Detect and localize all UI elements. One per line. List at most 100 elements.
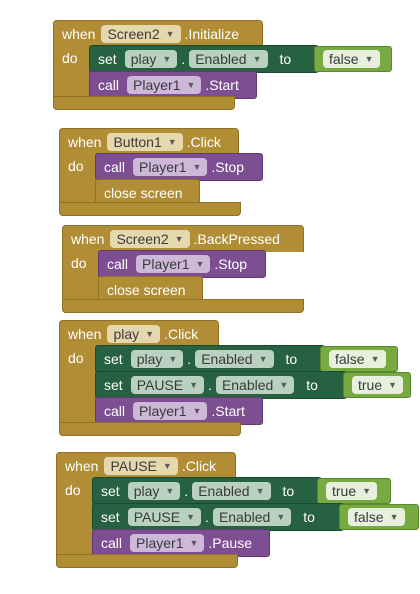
chevron-down-icon: ▼ [165,29,175,39]
component-dropdown[interactable]: Button1 ▼ [107,133,183,151]
chevron-down-icon: ▼ [364,54,374,64]
set-statement[interactable]: set play▼ . Enabled▼ to [95,345,325,373]
event-name: .Click [181,458,217,474]
property-name: Enabled [201,351,253,367]
boolean-value: true [358,377,383,393]
method-name: .Pause [208,535,252,551]
chevron-down-icon: ▼ [165,486,175,496]
event-header[interactable]: when play▼ .Click [59,320,219,347]
event-footer [59,422,241,436]
component-dropdown[interactable]: Player1▼ [127,76,202,94]
component-dropdown[interactable]: Player1 ▼ [136,255,211,273]
call-keyword: call [104,159,126,175]
event-header[interactable]: when PAUSE▼ .Click [56,452,236,479]
close-screen-label: close screen [104,185,183,201]
property-dropdown[interactable]: Enabled▼ [215,376,295,394]
to-keyword: to [303,509,315,525]
component-dropdown[interactable]: PAUSE▼ [127,508,202,526]
chevron-down-icon: ▼ [389,512,399,522]
close-screen-label: close screen [107,282,186,298]
chevron-down-icon: ▼ [252,54,262,64]
to-keyword: to [282,483,295,499]
do-keyword: do [65,482,81,498]
boolean-block[interactable]: false ▼ [320,346,398,372]
chevron-down-icon: ▼ [276,512,286,522]
set-statement[interactable]: set PAUSE▼ . Enabled▼ to [92,503,344,531]
component-dropdown[interactable]: play▼ [127,482,181,500]
chevron-down-icon: ▼ [145,329,155,339]
chevron-down-icon: ▼ [168,354,178,364]
boolean-block[interactable]: false ▼ [339,504,419,530]
set-keyword: set [104,377,123,393]
method-name: .Start [205,77,239,93]
chevron-down-icon: ▼ [162,54,172,64]
component-name: PAUSE [133,509,181,525]
call-statement[interactable]: call Player1▼ .Start [95,397,263,425]
boolean-dropdown[interactable]: true▼ [326,482,378,500]
to-keyword: to [279,51,292,67]
dot-separator: . [208,377,212,393]
set-statement[interactable]: set PAUSE▼ . Enabled▼ to [95,371,347,399]
property-dropdown[interactable]: Enabled ▼ [212,508,292,526]
chevron-down-icon: ▼ [167,137,177,147]
boolean-value: false [354,509,384,525]
event-header[interactable]: when Button1▼ .Click [59,128,239,155]
component-dropdown[interactable]: PAUSE▼ [130,376,205,394]
event-header[interactable]: when Screen2▼ .BackPressed [62,225,304,252]
boolean-dropdown[interactable]: true ▼ [352,376,404,394]
to-keyword: to [306,377,318,393]
component-dropdown[interactable]: Player1▼ [130,534,205,552]
when-keyword: when [68,134,102,150]
call-keyword: call [101,535,123,551]
chevron-down-icon: ▼ [388,380,398,390]
dot-separator: . [184,483,189,499]
set-statement[interactable]: set play▼ . Enabled▼ to [89,45,319,73]
chevron-down-icon: ▼ [370,354,380,364]
component-dropdown[interactable]: Player1▼ [133,402,208,420]
call-statement[interactable]: call Player1▼ .Start [89,71,257,99]
chevron-down-icon: ▼ [362,486,372,496]
when-keyword: when [71,231,105,247]
boolean-value: false [335,351,365,367]
component-name: Player1 [142,256,190,272]
component-name: Button1 [113,134,162,150]
property-dropdown[interactable]: Enabled ▼ [192,482,271,500]
method-name: .Stop [211,159,245,175]
component-dropdown[interactable]: PAUSE▼ [104,457,178,475]
component-dropdown[interactable]: Screen2▼ [110,230,190,248]
boolean-block[interactable]: false▼ [314,46,392,72]
boolean-block[interactable]: true▼ [317,478,391,504]
component-dropdown[interactable]: Screen2▼ [101,25,181,43]
component-name: play [113,326,140,342]
do-keyword: do [68,350,84,366]
property-name: Enabled [218,509,271,525]
dot-separator: . [187,351,192,367]
chevron-down-icon: ▼ [189,538,199,548]
chevron-down-icon: ▼ [195,259,205,269]
component-name: PAUSE [136,377,184,393]
call-statement[interactable]: call Player1▼ .Stop [98,250,266,278]
component-dropdown[interactable]: Player1▼ [133,158,208,176]
set-keyword: set [104,351,123,367]
component-dropdown[interactable]: play▼ [130,350,184,368]
property-dropdown[interactable]: Enabled ▼ [195,350,274,368]
component-dropdown[interactable]: play ▼ [107,325,161,343]
component-name: Screen2 [116,231,169,247]
component-dropdown[interactable]: play ▼ [124,50,178,68]
property-dropdown[interactable]: Enabled▼ [189,50,268,68]
call-statement[interactable]: call Player1▼ .Stop [95,153,263,181]
set-statement[interactable]: set play▼ . Enabled▼ to [92,477,322,505]
event-header[interactable]: when Screen2▼ .Initialize [53,20,263,47]
boolean-dropdown[interactable]: false ▼ [348,508,405,526]
when-keyword: when [65,458,99,474]
boolean-block[interactable]: true ▼ [343,372,411,398]
boolean-dropdown[interactable]: false▼ [323,50,380,68]
call-statement[interactable]: call Player1▼ .Pause [92,529,270,557]
boolean-dropdown[interactable]: false ▼ [329,350,386,368]
property-name: Enabled [198,483,250,499]
chevron-down-icon: ▼ [255,486,265,496]
component-name: play [130,51,157,67]
chevron-down-icon: ▼ [258,354,268,364]
do-keyword: do [62,50,78,66]
chevron-down-icon: ▼ [162,461,172,471]
